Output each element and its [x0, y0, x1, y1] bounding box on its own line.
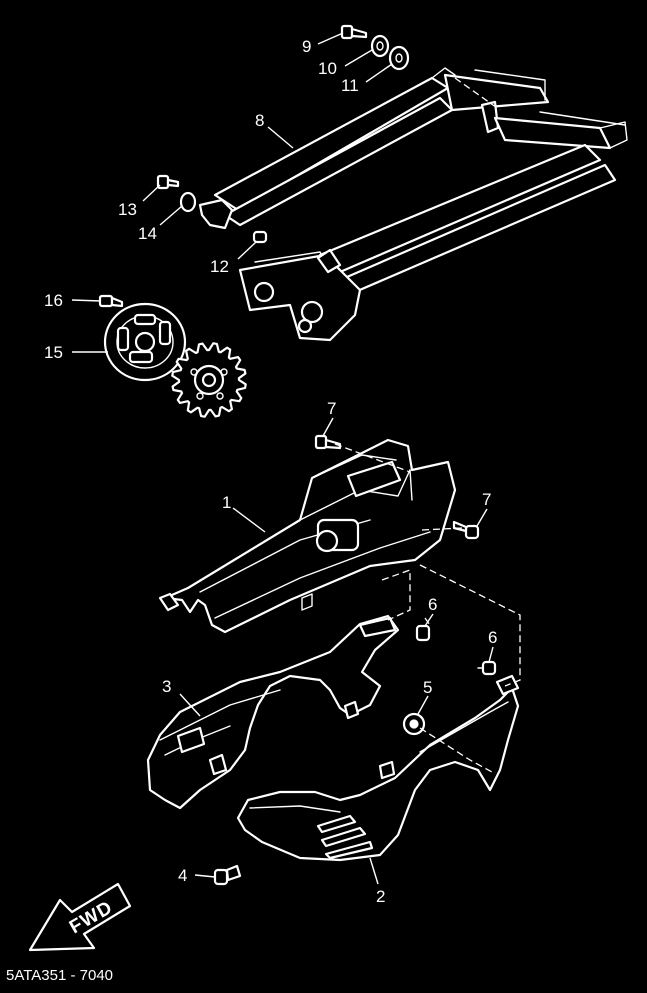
fwd-direction-arrow: FWD — [28, 882, 132, 952]
assembly-lines — [334, 77, 521, 773]
callout-6-lower: 6 — [488, 628, 497, 647]
callout-3: 3 — [162, 677, 171, 696]
bolt-13 — [156, 174, 180, 190]
washer-11 — [388, 45, 410, 71]
callout-leaders — [71, 32, 494, 885]
callout-14: 14 — [138, 224, 157, 243]
chain-case-lower-outer — [236, 674, 520, 862]
callout-1: 1 — [222, 493, 231, 512]
bolt-7-left — [314, 434, 342, 450]
bolt-16 — [98, 294, 124, 308]
callout-11: 11 — [341, 76, 359, 95]
bolt-7-right — [452, 520, 480, 540]
chain-case-lower-inner — [146, 614, 400, 810]
diagram-reference-code: 5ATA351 - 7040 — [6, 967, 113, 984]
bolt-12 — [252, 230, 268, 244]
callout-7-left: 7 — [327, 399, 336, 418]
nut-6-upper — [415, 624, 431, 642]
callout-12: 12 — [210, 257, 229, 276]
callout-16: 16 — [44, 291, 63, 310]
screw-4 — [213, 864, 242, 886]
callout-numbers: 9 10 11 8 13 14 12 16 15 7 1 7 6 6 3 5 4… — [44, 37, 497, 906]
callout-10: 10 — [318, 59, 337, 78]
callout-9: 9 — [302, 37, 311, 56]
drive-sprocket — [171, 342, 247, 418]
callout-13: 13 — [118, 200, 137, 219]
grommet-5 — [402, 712, 426, 736]
callout-8: 8 — [255, 111, 264, 130]
chain-case-upper — [158, 438, 457, 634]
callout-15: 15 — [44, 343, 63, 362]
callout-7-right: 7 — [482, 490, 491, 509]
callout-5: 5 — [423, 678, 432, 697]
swingarm — [198, 67, 628, 342]
sprocket-guard-15 — [103, 302, 187, 382]
washer-10 — [370, 34, 390, 58]
nut-6-lower — [477, 660, 497, 676]
callout-4: 4 — [178, 866, 187, 885]
callout-2: 2 — [376, 887, 385, 906]
callout-6-upper: 6 — [428, 595, 437, 614]
bolt-9 — [340, 24, 368, 40]
washer-14 — [179, 191, 197, 213]
